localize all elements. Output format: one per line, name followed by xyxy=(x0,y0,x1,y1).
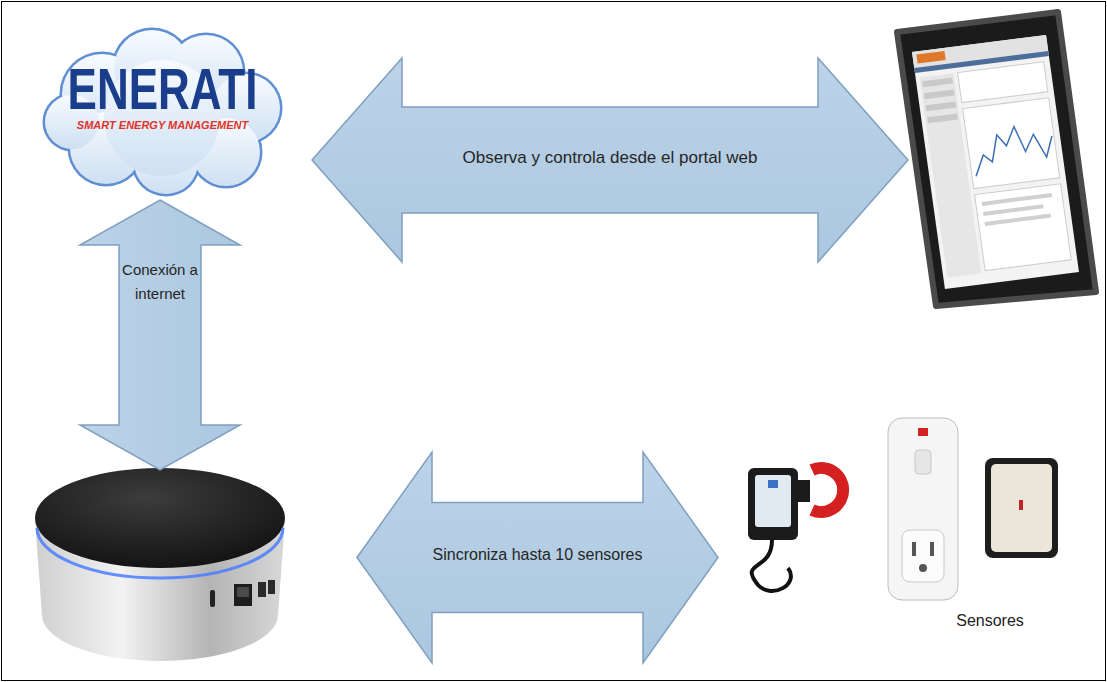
sensor-pictures xyxy=(748,418,1058,600)
double-arrow: Conexión a internet xyxy=(80,200,240,470)
double-arrow: Sincroniza hasta 10 sensores xyxy=(357,452,718,663)
arrow-label: Sincroniza hasta 10 sensores xyxy=(417,545,658,564)
brand-name: ENERATI xyxy=(40,59,285,122)
tablet-picture xyxy=(897,12,1096,306)
sensor-group: Sensores xyxy=(740,400,1100,645)
arrow-label: Observa y controla desde el portal web xyxy=(407,148,813,168)
arrow-label: Conexión a internet xyxy=(122,258,198,306)
brand-tagline: SMART ENERGY MANAGEMENT xyxy=(40,119,285,132)
hub-picture xyxy=(35,468,285,661)
cloud-node: ENERATISMART ENERGY MANAGEMENT xyxy=(40,22,285,197)
arrow-shape xyxy=(80,200,240,470)
double-arrow: Observa y controla desde el portal web xyxy=(312,58,908,262)
group-label: Sensores xyxy=(930,611,1050,630)
